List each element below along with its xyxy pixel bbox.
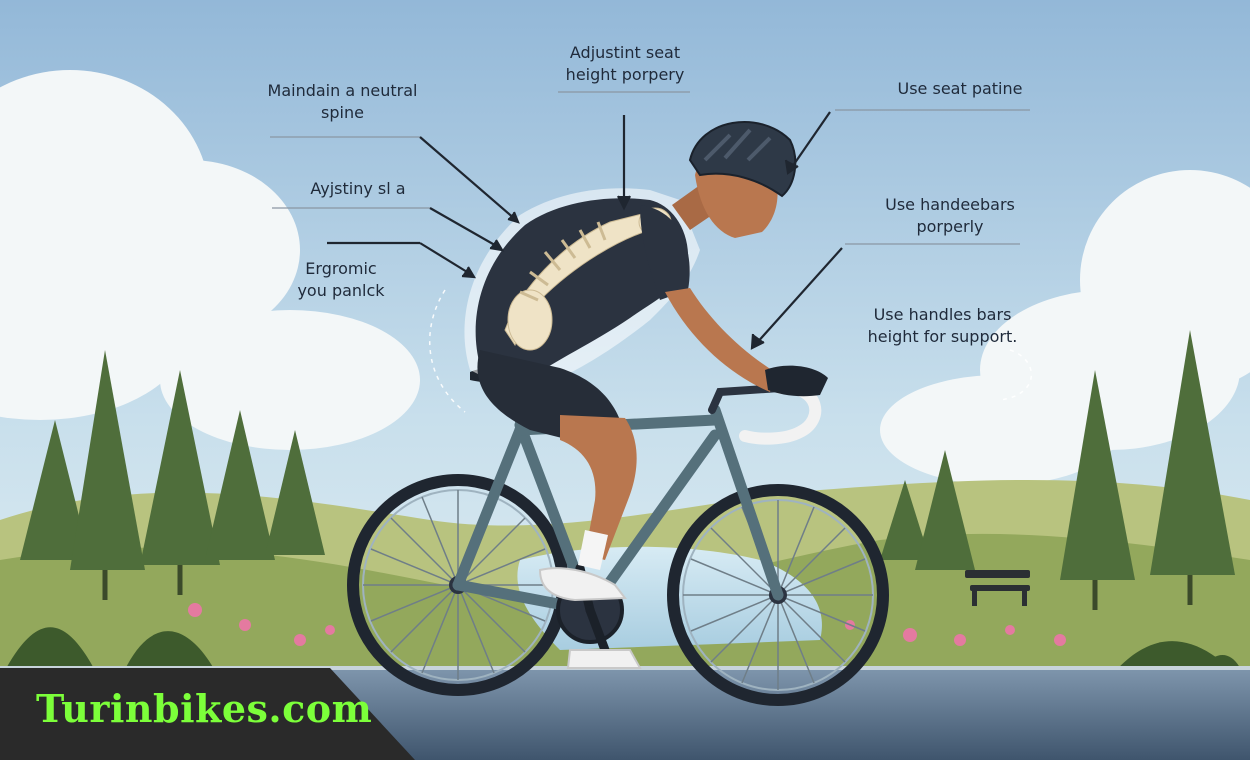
cyclist	[464, 121, 828, 669]
lower-shoe	[566, 649, 642, 669]
pointer-lines	[270, 91, 1030, 350]
leg	[560, 415, 637, 560]
callout-adjusting: Ayjstiny sl a	[310, 179, 406, 198]
callout-handle-height: Use handles bars height for support.	[867, 305, 1018, 346]
callout-handlebars: Use handeebars porperly	[885, 195, 1015, 236]
park-bench	[965, 570, 1030, 606]
sock	[578, 530, 608, 570]
callout-seat-patine: Use seat patine	[897, 79, 1023, 98]
glove	[765, 365, 828, 397]
trees	[20, 330, 1235, 610]
arm	[665, 288, 775, 392]
brand-banner	[0, 668, 415, 760]
brand-logo-text: Turinbikes.com	[36, 686, 373, 731]
sleeve	[640, 205, 690, 300]
callout-seat-height: Adjustint seat height porpery	[565, 43, 685, 84]
callout-neutral-spine: Maindain a neutral spine	[267, 81, 418, 122]
clouds	[0, 70, 1250, 485]
guide-arcs	[429, 289, 1033, 413]
callout-ergonomic: Ergromic you panlck	[297, 259, 385, 300]
shoe	[538, 567, 627, 602]
